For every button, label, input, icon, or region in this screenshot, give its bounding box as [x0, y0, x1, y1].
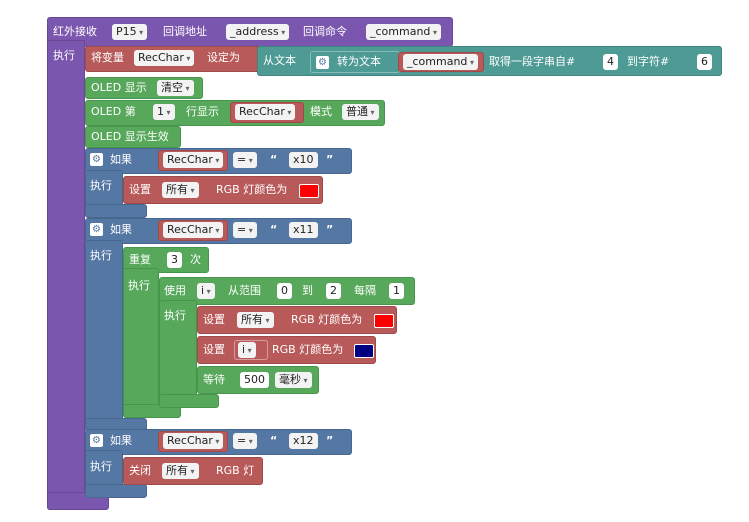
to-char-label: 到字符#: [627, 55, 670, 68]
if-2-op-dropdown[interactable]: =: [233, 222, 257, 238]
gear-icon[interactable]: ⚙: [316, 56, 329, 69]
if-block-1-footer: [85, 204, 147, 218]
if-block-1-spine: [85, 170, 123, 210]
if-3-do-label: 执行: [90, 460, 112, 473]
ir-receive-body-spine: [47, 40, 85, 510]
oled-line-number-dropdown[interactable]: 1: [153, 104, 175, 120]
for-var-dropdown[interactable]: i: [197, 283, 215, 299]
repeat-block-spine: [123, 268, 159, 418]
for-set2-label: 设置: [203, 343, 225, 356]
if-1-target-dropdown[interactable]: 所有: [162, 182, 199, 198]
if-block-3-spine: [85, 450, 123, 490]
oled-apply-label: OLED 显示生效: [91, 130, 169, 143]
if-1-close-quote: ”: [326, 153, 334, 166]
callback-address-label: 回调地址: [163, 25, 207, 38]
callback-command-label: 回调命令: [303, 25, 347, 38]
for-step-input[interactable]: 1: [389, 283, 404, 299]
for-from-input[interactable]: 0: [277, 283, 292, 299]
ir-receive-title: 红外接收: [53, 25, 97, 38]
oled-show-label: OLED 显示: [91, 81, 147, 94]
for-set-rgb-all-block[interactable]: [197, 306, 397, 334]
command-var-dropdown[interactable]: _command: [366, 24, 441, 40]
for-set2-target-dropdown[interactable]: i: [238, 342, 256, 358]
substring-label: 取得一段字串自#: [489, 55, 576, 68]
if-3-target-dropdown[interactable]: 所有: [162, 463, 199, 479]
if-block-2-spine: [85, 240, 123, 426]
if-2-do-label: 执行: [90, 249, 112, 262]
set-variable-label: 将变量: [91, 51, 124, 64]
if-1-value[interactable]: x10: [289, 152, 318, 168]
if-1-op-dropdown[interactable]: =: [233, 152, 257, 168]
address-var-dropdown[interactable]: _address: [226, 24, 290, 40]
repeat-times-input[interactable]: 3: [167, 252, 182, 268]
if-1-set-rgb-block[interactable]: [123, 176, 323, 204]
for-range-footer: [159, 394, 219, 408]
for-set1-label: 设置: [203, 313, 225, 326]
substring-from-index[interactable]: 4: [603, 54, 618, 70]
repeat-do-label: 执行: [128, 279, 150, 292]
for-set-rgb-i-block[interactable]: [197, 336, 376, 364]
substring-to-index[interactable]: 6: [697, 54, 712, 70]
set-variable-var-dropdown[interactable]: RecChar: [134, 50, 195, 66]
gear-icon[interactable]: ⚙: [90, 223, 103, 236]
if-2-open-quote: “: [270, 223, 278, 236]
for-set1-target-dropdown[interactable]: 所有: [237, 312, 274, 328]
oled-line-var-dropdown[interactable]: RecChar: [235, 104, 296, 120]
if-2-var-dropdown[interactable]: RecChar: [163, 222, 224, 238]
if-3-value[interactable]: x12: [289, 433, 318, 449]
if-3-open-quote: “: [270, 434, 278, 447]
if-1-rgb-label: RGB 灯颜色为: [216, 183, 288, 196]
command-var-getter-dropdown[interactable]: _command: [403, 54, 478, 70]
if-3-op-dropdown[interactable]: =: [233, 433, 257, 449]
for-range-label: 从范围: [228, 284, 261, 297]
wait-value-input[interactable]: 500: [240, 372, 269, 388]
if-3-label: 如果: [110, 434, 132, 447]
oled-line-label: OLED 第: [91, 105, 136, 118]
for-to-input[interactable]: 2: [326, 283, 341, 299]
for-range-spine: [159, 300, 197, 406]
for-use-label: 使用: [164, 284, 186, 297]
wait-unit-dropdown[interactable]: 毫秒: [275, 372, 312, 388]
for-set2-color-swatch[interactable]: [354, 344, 374, 358]
if-1-color-swatch[interactable]: [299, 184, 319, 198]
oled-mode-dropdown[interactable]: 普通: [342, 104, 379, 120]
to-text-label: 转为文本: [337, 55, 381, 68]
if-3-rgb-label: RGB 灯: [216, 464, 255, 477]
if-1-set-label: 设置: [129, 183, 151, 196]
gear-icon[interactable]: ⚙: [90, 153, 103, 166]
if-1-do-label: 执行: [90, 179, 112, 192]
gear-icon[interactable]: ⚙: [90, 434, 103, 447]
ir-receive-do-label: 执行: [53, 49, 75, 62]
if-1-open-quote: “: [270, 153, 278, 166]
if-3-var-dropdown[interactable]: RecChar: [163, 433, 224, 449]
oled-show-mode-dropdown[interactable]: 清空: [157, 80, 194, 96]
repeat-block[interactable]: [123, 247, 209, 273]
oled-mode-label: 模式: [310, 105, 332, 118]
repeat-times-label: 次: [190, 253, 201, 266]
oled-row-show-label: 行显示: [186, 105, 219, 118]
pin-dropdown[interactable]: P15: [112, 24, 148, 40]
repeat-label: 重复: [129, 253, 151, 266]
for-set1-rgb-label: RGB 灯颜色为: [291, 313, 363, 326]
if-1-var-dropdown[interactable]: RecChar: [163, 152, 224, 168]
from-text-label: 从文本: [263, 54, 296, 67]
if-3-close-quote: ”: [326, 434, 334, 447]
set-to-label: 设定为: [207, 51, 240, 64]
if-2-close-quote: ”: [326, 223, 334, 236]
if-3-off-label: 关闭: [129, 464, 151, 477]
wait-label: 等待: [203, 373, 225, 386]
oled-apply-block[interactable]: [85, 126, 181, 148]
if-2-label: 如果: [110, 223, 132, 236]
if-block-3-footer: [85, 484, 147, 498]
rgb-off-block[interactable]: [123, 457, 263, 485]
for-to-label: 到: [302, 284, 313, 297]
for-set2-rgb-label: RGB 灯颜色为: [272, 343, 344, 356]
if-2-value[interactable]: x11: [289, 222, 318, 238]
for-do-label: 执行: [164, 309, 186, 322]
for-step-label: 每隔: [354, 284, 376, 297]
if-1-label: 如果: [110, 153, 132, 166]
for-set1-color-swatch[interactable]: [374, 314, 394, 328]
